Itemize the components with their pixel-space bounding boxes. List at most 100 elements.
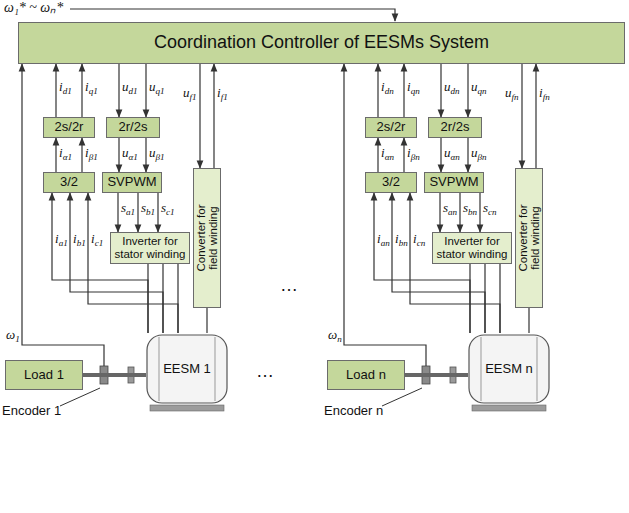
transform-box: 2r/2s — [106, 117, 160, 138]
signal-label: uβ1 — [149, 146, 165, 160]
node-text: EESM n — [485, 362, 533, 376]
leader-line — [60, 388, 100, 406]
signal-arrow — [118, 64, 119, 117]
transform-box: 2r/2s — [428, 117, 482, 138]
reference-speed-label: ω₁* ~ ωₙ* — [4, 0, 63, 15]
signal-arrow — [145, 64, 146, 117]
motor-end-cap — [537, 337, 538, 401]
signal-arrow — [479, 193, 480, 232]
motor-housing — [147, 335, 227, 403]
signal-label: ia1 — [55, 232, 68, 246]
signal-label: iq1 — [85, 80, 98, 94]
signal-label: sbn — [463, 201, 477, 215]
signal-arrow — [439, 193, 440, 232]
signal-arrow — [535, 64, 536, 168]
ellipsis: … — [256, 362, 274, 382]
transform-box: 3/2 — [365, 172, 417, 193]
node-text: 2s/2r — [377, 120, 406, 134]
motor-base — [150, 405, 224, 411]
signal-label: id1 — [59, 80, 72, 94]
signal-label: if1 — [217, 86, 228, 100]
signal-arrow — [459, 193, 460, 232]
signal-label: iβn — [407, 146, 420, 160]
signal-label: sb1 — [141, 201, 155, 215]
signal-arrow — [403, 138, 404, 172]
load-box: Load n — [327, 360, 405, 390]
signal-label: sc1 — [161, 201, 175, 215]
node-text: Load 1 — [24, 368, 64, 382]
node-text: 2r/2s — [119, 120, 148, 134]
signal-arrow — [145, 138, 146, 172]
signal-label: uqn — [471, 80, 487, 94]
signal-label: san — [443, 201, 457, 215]
node-text: Inverter for stator winding — [111, 235, 189, 260]
signal-arrow — [344, 64, 426, 366]
signal-arrow — [137, 193, 138, 232]
signal-label: ud1 — [122, 80, 138, 94]
signal-arrow — [117, 193, 118, 232]
node-text: SVPWM — [429, 175, 478, 189]
signal-arrow — [440, 64, 441, 117]
node-text: Load n — [346, 368, 386, 382]
signal-label: scn — [483, 201, 497, 215]
motor: EESM 1 — [146, 333, 228, 405]
signal-arrow — [467, 64, 468, 117]
controller-box: Coordination Controller of EESMs System — [18, 22, 625, 64]
signal-arrow — [55, 138, 56, 172]
signal-arrow — [528, 308, 529, 333]
transform-box: 3/2 — [43, 172, 95, 193]
transform-box: 2s/2r — [43, 117, 95, 138]
signal-label: ibn — [395, 232, 408, 246]
node-text: 3/2 — [60, 175, 78, 189]
pwm-box: SVPWM — [424, 172, 484, 193]
signal-arrow — [81, 64, 82, 117]
signal-label: uβn — [471, 146, 487, 160]
node-text: Converter for field winding — [195, 196, 219, 280]
signal-label: ωn — [328, 328, 342, 342]
reference-line — [70, 9, 395, 21]
motor-housing — [469, 335, 549, 403]
signal-arrow — [440, 138, 441, 172]
encoder-label: Encoder 1 — [2, 404, 61, 418]
shaft — [405, 373, 468, 377]
signal-label: uα1 — [122, 146, 138, 160]
signal-arrow — [403, 64, 404, 117]
signal-arrow — [377, 138, 378, 172]
motor-end-cap — [215, 337, 216, 401]
signal-label: icn — [413, 232, 425, 246]
signal-label: iβ1 — [85, 146, 98, 160]
signal-label: sa1 — [121, 201, 135, 215]
signal-label: ω1 — [6, 328, 20, 342]
node-text: 2r/2s — [441, 120, 470, 134]
converter-box: Converter for field winding — [515, 168, 543, 308]
signal-arrow — [377, 64, 378, 117]
node-text: 2s/2r — [55, 120, 84, 134]
signal-label: ufn — [505, 86, 519, 100]
transform-box: 2s/2r — [365, 117, 417, 138]
signal-label: iαn — [381, 146, 394, 160]
node-text: Inverter for stator winding — [433, 235, 511, 260]
motor-end-cap — [159, 337, 160, 401]
signal-arrow — [199, 64, 200, 168]
signal-arrow — [81, 138, 82, 172]
ellipsis: … — [280, 276, 298, 296]
signal-arrow — [22, 64, 104, 366]
converter-box: Converter for field winding — [193, 168, 221, 308]
signal-label: uq1 — [149, 80, 165, 94]
signal-label: ic1 — [91, 232, 103, 246]
signal-arrow — [118, 138, 119, 172]
encoder-label: Encoder n — [324, 404, 383, 418]
inverter-box: Inverter for stator winding — [110, 232, 190, 264]
motor: EESM n — [468, 333, 550, 405]
signal-label: idn — [381, 80, 394, 94]
node-text: Converter for field winding — [517, 196, 541, 280]
signal-label: ian — [377, 232, 390, 246]
signal-arrow — [157, 193, 158, 232]
signal-label: ifn — [539, 86, 550, 100]
signal-label: uαn — [444, 146, 460, 160]
shaft — [83, 373, 146, 377]
load-box: Load 1 — [5, 360, 83, 390]
signal-arrow — [206, 308, 207, 333]
motor-end-cap — [481, 337, 482, 401]
